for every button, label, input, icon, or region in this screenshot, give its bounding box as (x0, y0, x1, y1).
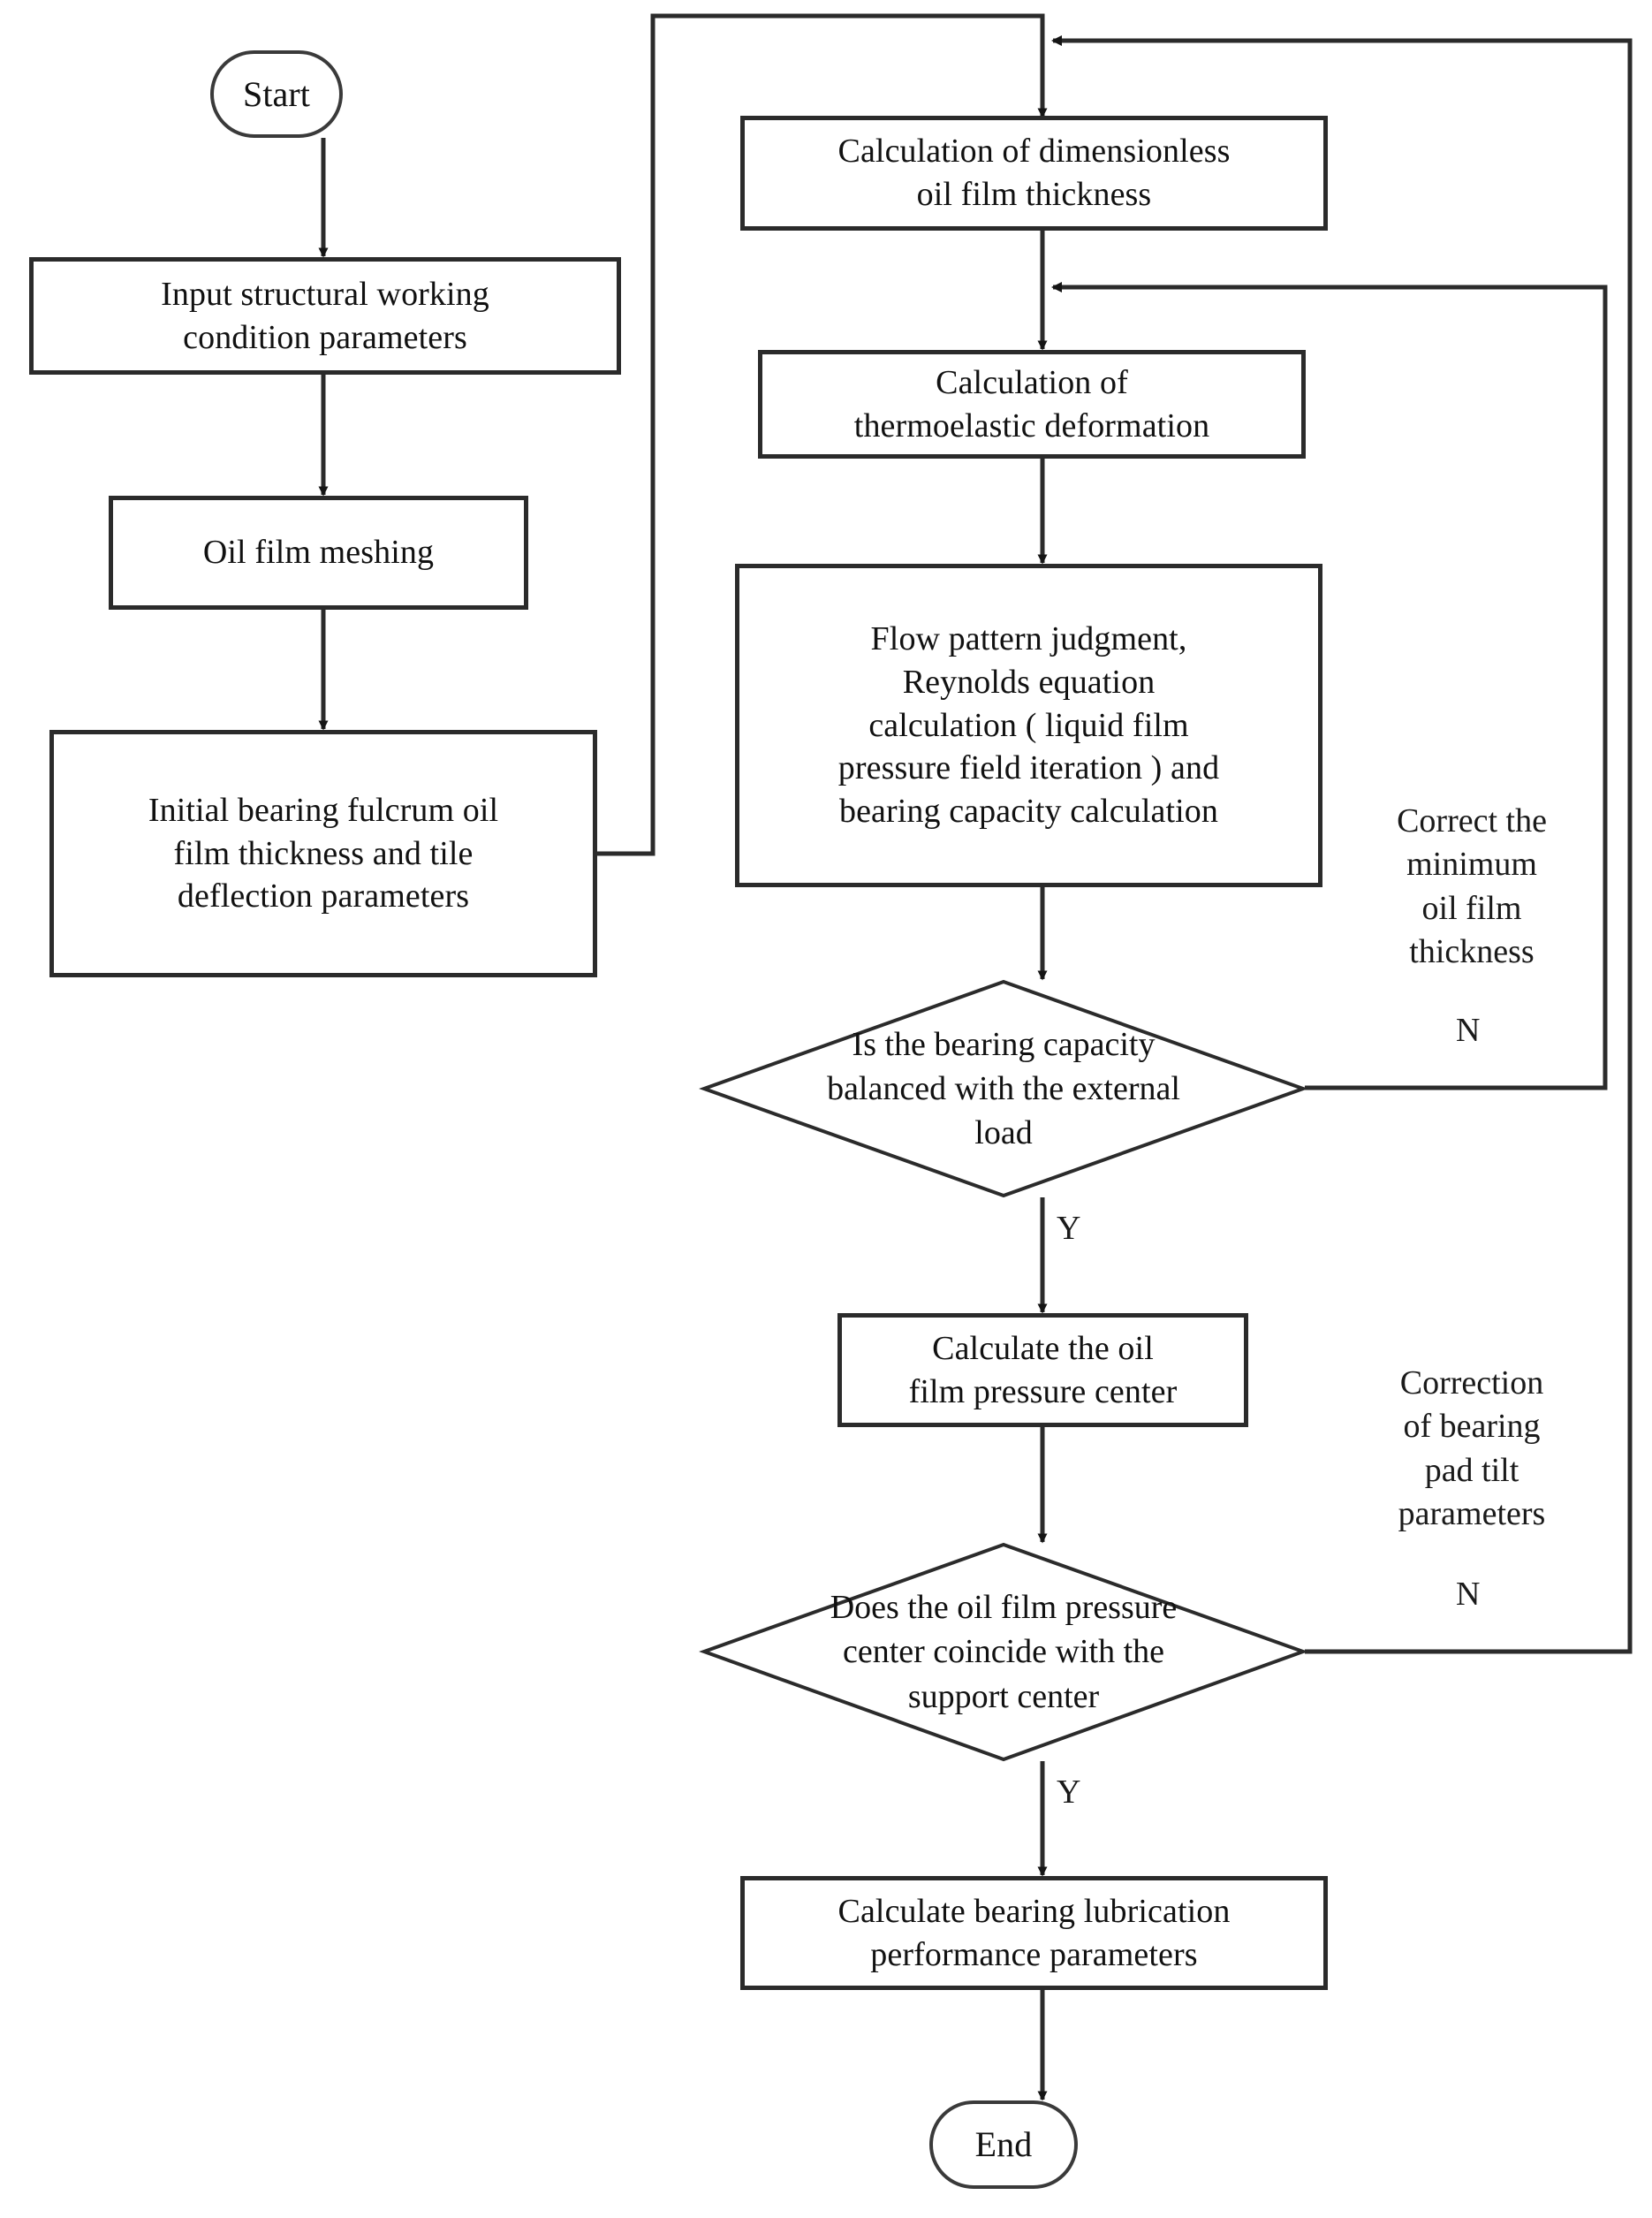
node-oil-film-meshing-label: Oil film meshing (202, 534, 435, 572)
node-start-label: Start (242, 73, 311, 114)
edge-label-capacity-yes: Y (1057, 1209, 1080, 1248)
edge-initial-to-dimensionless (597, 13, 1048, 856)
edge-decision-center-no-loop (1051, 35, 1633, 1654)
node-oil-film-meshing[interactable]: Oil film meshing (109, 496, 528, 610)
edge-label-center-no: N (1456, 1575, 1480, 1614)
edge-label-capacity-no: N (1456, 1011, 1480, 1050)
node-start[interactable]: Start (210, 50, 343, 138)
edge-label-center-no-text: N (1456, 1576, 1481, 1613)
edge-decision-capacity-no-loop (1051, 282, 1608, 1090)
edge-label-center-yes-text: Y (1057, 1774, 1081, 1811)
node-end-label: End (974, 2124, 1033, 2165)
node-end[interactable]: End (929, 2100, 1078, 2189)
edge-label-center-yes: Y (1057, 1773, 1080, 1812)
edge-label-capacity-yes-text: Y (1057, 1210, 1081, 1247)
edge-label-capacity-no-text: N (1456, 1012, 1481, 1049)
